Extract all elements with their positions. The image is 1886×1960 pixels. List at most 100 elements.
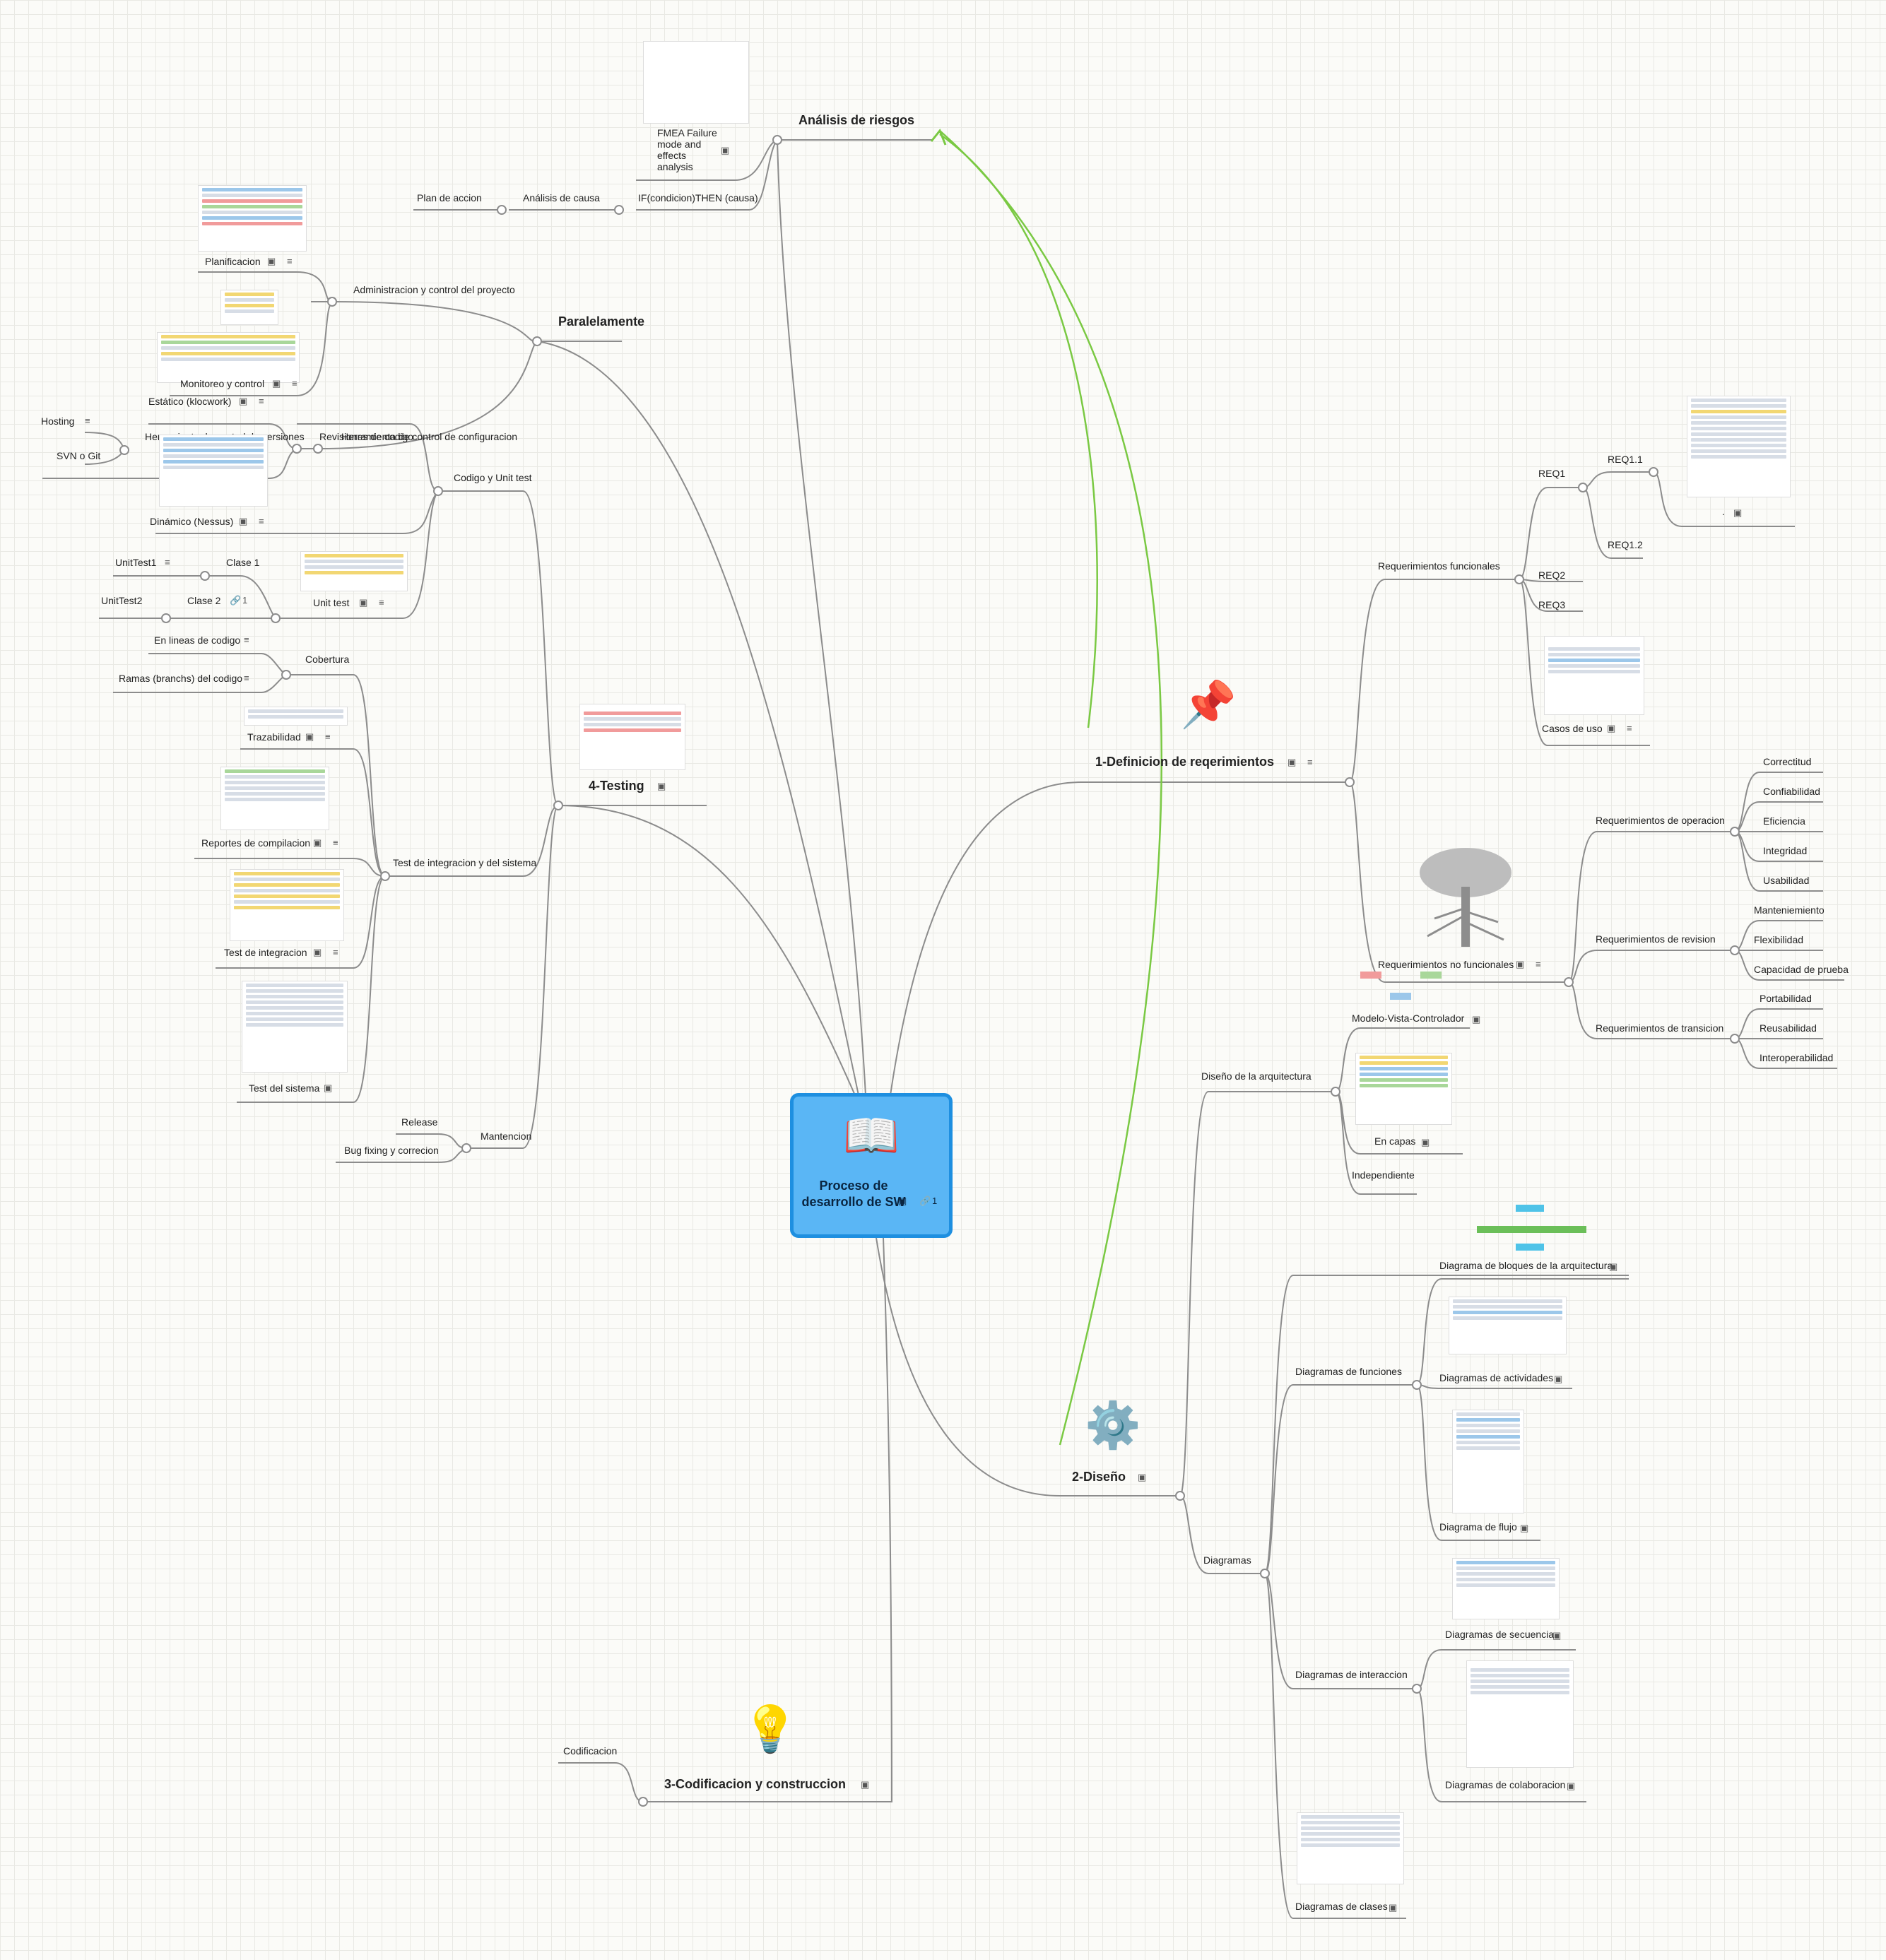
topic-confiabilidad[interactable]: Confiabilidad: [1763, 786, 1820, 797]
topic-req3[interactable]: REQ3: [1538, 599, 1566, 610]
image-icon[interactable]: ▣: [1607, 723, 1616, 733]
link-icon[interactable]: 🔗: [919, 1196, 931, 1206]
note-icon[interactable]: ≡: [244, 634, 249, 645]
topic-reportes-compilacion[interactable]: Reportes de compilacion: [201, 837, 311, 849]
image-icon[interactable]: ▣: [272, 378, 281, 389]
topic-fmea[interactable]: FMEA Failure mode and effects analysis: [657, 127, 717, 172]
topic-req-funcionales[interactable]: Requerimientos funcionales: [1378, 560, 1500, 572]
topic-portabilidad[interactable]: Portabilidad: [1760, 993, 1812, 1004]
topic-diagrama-bloques[interactable]: Diagrama de bloques de la arquitectura: [1439, 1260, 1613, 1271]
note-icon[interactable]: ≡: [1307, 757, 1313, 767]
note-icon[interactable]: ≡: [85, 415, 90, 426]
topic-diseno[interactable]: 2-Diseño: [1072, 1470, 1126, 1484]
image-icon[interactable]: ▣: [239, 396, 248, 406]
image-icon[interactable]: ▣: [1520, 1523, 1529, 1533]
image-icon[interactable]: ▣: [1472, 1014, 1481, 1025]
topic-req11[interactable]: REQ1.1: [1608, 454, 1643, 465]
topic-mantencion[interactable]: Mantencion: [481, 1130, 532, 1142]
topic-flexibilidad[interactable]: Flexibilidad: [1754, 934, 1804, 945]
image-icon[interactable]: ▣: [313, 837, 322, 848]
topic-revisiones-codigo[interactable]: Revisiones de codigo: [319, 431, 414, 442]
topic-clase2[interactable]: Clase 2: [187, 595, 221, 606]
topic-cobertura[interactable]: Cobertura: [305, 654, 350, 665]
topic-estatico[interactable]: Estático (klocwork): [148, 396, 232, 407]
topic-diagramas-actividades[interactable]: Diagramas de actividades: [1439, 1372, 1554, 1383]
topic-correctitud[interactable]: Correctitud: [1763, 756, 1812, 767]
topic-capacidad-prueba[interactable]: Capacidad de prueba: [1754, 964, 1849, 975]
topic-unit-test[interactable]: Unit test: [313, 597, 350, 608]
note-icon[interactable]: ≡: [333, 947, 338, 957]
topic-req2[interactable]: REQ2: [1538, 569, 1566, 581]
image-icon[interactable]: ▣: [1389, 1902, 1398, 1913]
image-icon[interactable]: ▣: [267, 256, 276, 266]
image-icon[interactable]: ▣: [359, 597, 368, 608]
topic-definicion-requerimientos[interactable]: 1-Definicion de reqerimientos: [1095, 755, 1275, 769]
topic-test-sistema[interactable]: Test del sistema: [249, 1082, 320, 1094]
topic-diagramas-secuencia[interactable]: Diagramas de secuencia: [1445, 1629, 1555, 1640]
image-icon[interactable]: ▣: [657, 781, 666, 791]
topic-req-no-funcionales[interactable]: Requerimientos no funcionales: [1378, 959, 1514, 970]
topic-lineas-codigo[interactable]: En lineas de codigo: [154, 634, 241, 646]
topic-herramienta-configuracion[interactable]: Herramienta de control de configuracion: [341, 431, 518, 442]
topic-planificacion[interactable]: Planificacion: [205, 256, 261, 267]
topic-mantenimiento[interactable]: Manteniemiento: [1754, 904, 1825, 916]
image-icon[interactable]: ▣: [1733, 507, 1743, 518]
image-icon[interactable]: ▣: [1287, 757, 1297, 767]
topic-req-operacion[interactable]: Requerimientos de operacion: [1596, 815, 1725, 826]
topic-plan-accion[interactable]: Plan de accion: [417, 192, 482, 203]
topic-diagramas-clases[interactable]: Diagramas de clases: [1295, 1901, 1388, 1912]
note-icon[interactable]: ≡: [325, 731, 331, 742]
topic-test-integracion[interactable]: Test de integracion: [224, 947, 307, 958]
topic-bug-fixing[interactable]: Bug fixing y correcion: [344, 1145, 439, 1156]
topic-testing[interactable]: 4-Testing: [589, 779, 644, 793]
topic-independiente[interactable]: Independiente: [1352, 1169, 1415, 1181]
topic-svn-git[interactable]: SVN o Git: [57, 450, 101, 461]
note-icon[interactable]: ≡: [1627, 723, 1632, 733]
topic-reusabilidad[interactable]: Reusabilidad: [1760, 1022, 1817, 1034]
topic-unittest2[interactable]: UnitTest2: [101, 595, 143, 606]
topic-test-integ-sistema[interactable]: Test de integracion y del sistema: [393, 857, 537, 868]
topic-integridad[interactable]: Integridad: [1763, 845, 1808, 856]
topic-req-revision[interactable]: Requerimientos de revision: [1596, 933, 1716, 945]
topic-clase1[interactable]: Clase 1: [226, 557, 260, 568]
topic-en-capas[interactable]: En capas: [1374, 1135, 1416, 1147]
topic-eficiencia[interactable]: Eficiencia: [1763, 815, 1805, 827]
topic-casos-uso[interactable]: Casos de uso: [1542, 723, 1603, 734]
note-icon[interactable]: ≡: [259, 396, 264, 406]
note-icon[interactable]: ≡: [259, 516, 264, 526]
topic-req-transicion[interactable]: Requerimientos de transicion: [1596, 1022, 1724, 1034]
topic-paralelamente[interactable]: Paralelamente: [558, 314, 645, 329]
image-icon[interactable]: ▣: [1421, 1137, 1430, 1147]
topic-req11-child[interactable]: .: [1722, 506, 1725, 517]
topic-req1[interactable]: REQ1: [1538, 468, 1566, 479]
topic-usabilidad[interactable]: Usabilidad: [1763, 875, 1810, 886]
note-icon[interactable]: ≡: [244, 673, 249, 683]
note-icon[interactable]: ≡: [292, 378, 297, 389]
link-icon[interactable]: 🔗: [230, 595, 242, 606]
image-icon[interactable]: ▣: [721, 145, 730, 155]
note-icon[interactable]: ≡: [165, 557, 170, 567]
image-icon[interactable]: ▣: [1567, 1781, 1576, 1791]
topic-analisis-riesgos[interactable]: Análisis de riesgos: [798, 113, 915, 127]
image-icon[interactable]: ▣: [861, 1779, 870, 1790]
image-icon[interactable]: ▣: [1138, 1472, 1147, 1482]
topic-dinamico[interactable]: Dinámico (Nessus): [150, 516, 234, 527]
topic-if-then[interactable]: IF(condicion)THEN (causa): [638, 192, 758, 203]
topic-diagramas[interactable]: Diagramas: [1203, 1554, 1251, 1566]
topic-trazabilidad[interactable]: Trazabilidad: [247, 731, 301, 743]
note-icon[interactable]: ≡: [287, 256, 293, 266]
image-icon[interactable]: ▣: [313, 947, 322, 957]
topic-mvc[interactable]: Modelo-Vista-Controlador: [1352, 1013, 1465, 1024]
image-icon[interactable]: ▣: [1552, 1630, 1562, 1641]
topic-ramas-codigo[interactable]: Ramas (branchs) del codigo: [119, 673, 243, 684]
topic-codigo-unit-test[interactable]: Codigo y Unit test: [454, 472, 532, 483]
topic-diagramas-interaccion[interactable]: Diagramas de interaccion: [1295, 1669, 1408, 1680]
image-icon[interactable]: ▣: [324, 1082, 333, 1093]
topic-diagramas-colaboracion[interactable]: Diagramas de colaboracion: [1445, 1779, 1566, 1790]
central-topic[interactable]: 📖 Proceso de desarrollo de SW ▣ 🔗 1: [790, 1093, 953, 1238]
topic-analisis-causa[interactable]: Análisis de causa: [523, 192, 600, 203]
topic-interoperabilidad[interactable]: Interoperabilidad: [1760, 1052, 1834, 1063]
note-icon[interactable]: ≡: [333, 837, 338, 848]
topic-diagramas-funciones[interactable]: Diagramas de funciones: [1295, 1366, 1402, 1377]
